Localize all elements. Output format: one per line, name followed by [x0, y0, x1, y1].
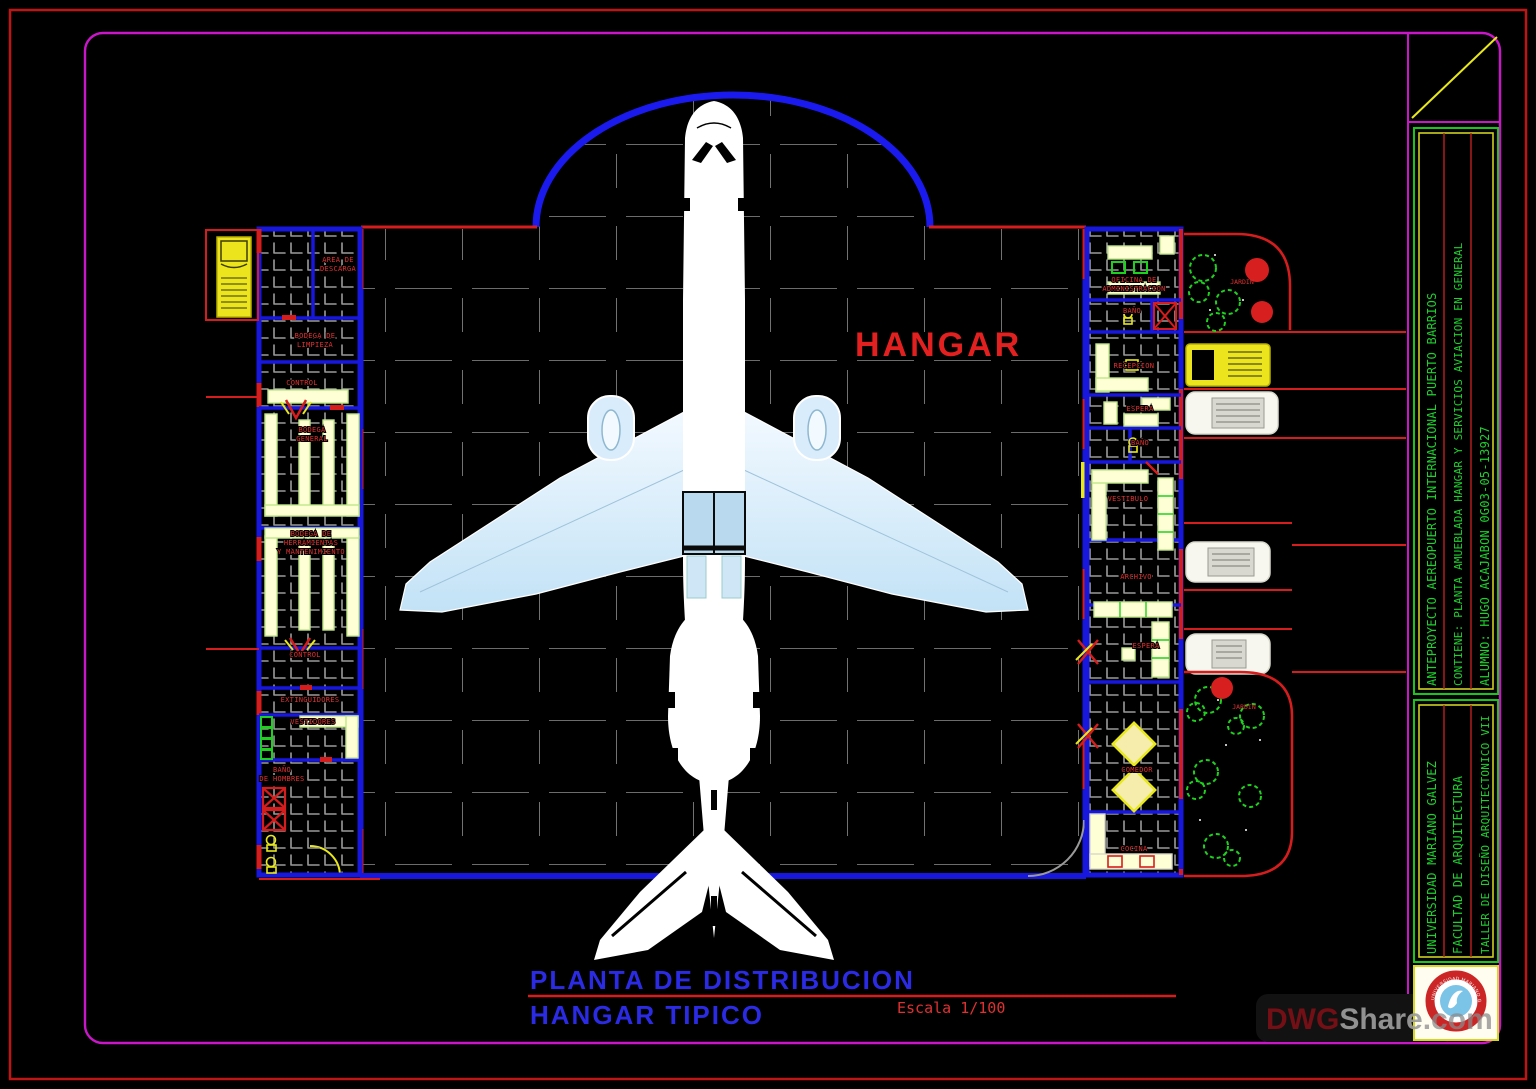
door-x-symbols: [1075, 461, 1159, 749]
title-line-2: HANGAR TIPICO: [530, 1000, 764, 1030]
van: [1185, 541, 1271, 583]
right-room-labels: OFICINA DE ADMINISTRACION BAÑO RECEPCION…: [1101, 275, 1166, 854]
svg-text:Y MANTENIMIENTO: Y MANTENIMIENTO: [277, 548, 345, 556]
toilets: [265, 834, 277, 874]
center-wing-box: [682, 491, 746, 599]
title-block-lower: UNIVERSIDAD MARIANO GALVEZ FACULTAD DE A…: [1413, 699, 1499, 963]
svg-text:COMEDOR: COMEDOR: [1121, 766, 1153, 774]
office-desk-set: [1107, 235, 1175, 295]
toilet: [1123, 309, 1133, 325]
door-swing-symbols: [280, 399, 316, 657]
outer-red-border: [8, 8, 1528, 1081]
svg-text:BAÑO: BAÑO: [1131, 438, 1149, 447]
storage-shelving-2: [264, 527, 360, 637]
scale-label: Escala 1/100: [897, 999, 1005, 1017]
title-line-1: PLANTA DE DISTRIBUCION: [530, 965, 915, 995]
titleblock-faculty: FACULTAD DE ARQUITECTURA: [1451, 775, 1465, 954]
trees: [1186, 254, 1265, 867]
inner-magenta-border: [83, 31, 1502, 1045]
svg-text:BODEGA DE: BODEGA DE: [295, 332, 336, 340]
red-trees: [1211, 258, 1273, 699]
van: [1185, 391, 1279, 435]
title-block-upper: ANTEPROYECTO AEREOPUERTO INTERNACIONAL P…: [1413, 127, 1499, 695]
svg-text:COCINA: COCINA: [1120, 845, 1148, 853]
cockpit-windows: [692, 142, 736, 163]
garden-label: JARDIN: [1230, 278, 1254, 286]
parking-lines: [1184, 331, 1406, 673]
svg-text:ESPERA: ESPERA: [1132, 642, 1160, 650]
engines: [587, 395, 841, 461]
svg-text:DE HOMBRES: DE HOMBRES: [259, 775, 304, 783]
garden-label: JARDIN: [1232, 703, 1256, 711]
watermark-badge: [1256, 994, 1456, 1042]
door-jambs: [282, 315, 344, 762]
titleblock-university: UNIVERSIDAD MARIANO GALVEZ: [1425, 761, 1439, 954]
airplane-plan-view: [399, 101, 1029, 960]
archive-shelves: [1157, 477, 1174, 551]
dining-tables: [1111, 721, 1157, 813]
left-room-labels: AREA DE DESCARGA BODEGA DE LIMPIEZA CONT…: [258, 255, 357, 784]
hangar-label: HANGAR: [855, 326, 1022, 364]
titleblock-course: TALLER DE DISEÑO ARQUITECTONICO VII: [1479, 715, 1492, 954]
fuselage-doors: [666, 198, 762, 926]
svg-text:CONTROL: CONTROL: [286, 379, 318, 387]
parking-and-gardens: JARDIN JARDIN: [1184, 232, 1406, 878]
svg-text:BODEGA: BODEGA: [298, 426, 326, 434]
corner-diagonal-box: [1408, 36, 1500, 123]
svg-text:BODEGA DE: BODEGA DE: [291, 530, 332, 538]
svg-text:RECEPCION: RECEPCION: [1114, 362, 1155, 370]
titleblock-student: ALUMNO: HUGO ACAJABON 0G03-05-13927: [1478, 426, 1492, 686]
right-office-building: OFICINA DE ADMINISTRACION BAÑO RECEPCION…: [1075, 226, 1184, 878]
left-service-building: AREA DE DESCARGA BODEGA DE LIMPIEZA CONT…: [205, 226, 380, 880]
delivery-truck: [205, 229, 259, 321]
kitchen-counter: [1089, 813, 1173, 870]
waiting-sofas: [1103, 397, 1171, 427]
svg-text:VESTIBULO: VESTIBULO: [1108, 495, 1149, 503]
shower-stalls: [261, 786, 287, 832]
right-wing: [743, 411, 1029, 613]
svg-text:HERRAMIENTAS: HERRAMIENTAS: [284, 539, 338, 547]
reception-counter: [1095, 343, 1149, 393]
svg-text:ADMINISTRACION: ADMINISTRACION: [1102, 285, 1165, 293]
garden-top-border: [1184, 232, 1292, 330]
titleblock-project: ANTEPROYECTO AEREOPUERTO INTERNACIONAL P…: [1425, 292, 1439, 686]
svg-text:GENERAL: GENERAL: [296, 435, 328, 443]
garden-speckles: [1199, 254, 1261, 831]
dwgshare-watermark: DWGShare.com: [1266, 1003, 1493, 1036]
toilet: [1128, 437, 1138, 453]
car: [1185, 633, 1271, 675]
svg-text:LIMPIEZA: LIMPIEZA: [297, 341, 334, 349]
hangar-entrance-arch: [532, 91, 934, 228]
pickup-truck: [1185, 343, 1271, 387]
control-counter: [267, 389, 349, 404]
storage-shelving-1: [264, 413, 360, 517]
svg-text:ARCHIVO: ARCHIVO: [1120, 573, 1152, 581]
left-wing: [399, 411, 685, 613]
svg-text:DESCARGA: DESCARGA: [320, 265, 357, 273]
svg-text:OFICINA DE: OFICINA DE: [1111, 276, 1156, 284]
dove-emblem: [1448, 990, 1463, 1009]
lockers: [260, 716, 273, 760]
door-x: [1153, 302, 1177, 330]
svg-text:ESPERA: ESPERA: [1126, 405, 1154, 413]
vestibule-counter: [1091, 469, 1149, 541]
svg-text:BAÑO: BAÑO: [1123, 306, 1141, 315]
bench-row: [1093, 601, 1173, 678]
drawing-title: PLANTA DE DISTRIBUCION HANGAR TIPICO Esc…: [528, 965, 1176, 1030]
bench: [345, 715, 359, 759]
svg-text:EXTINGUIDORES: EXTINGUIDORES: [281, 696, 340, 704]
svg-text:CONTROL: CONTROL: [289, 651, 321, 659]
garden-bottom-border: [1184, 670, 1294, 878]
svg-text:VESTIDORES: VESTIDORES: [290, 718, 335, 726]
titleblock-contents: CONTIENE: PLANTA AMUEBLADA HANGAR Y SERV…: [1452, 242, 1465, 686]
svg-text:AREA DE: AREA DE: [322, 256, 354, 264]
svg-text:BAÑO: BAÑO: [273, 765, 291, 774]
